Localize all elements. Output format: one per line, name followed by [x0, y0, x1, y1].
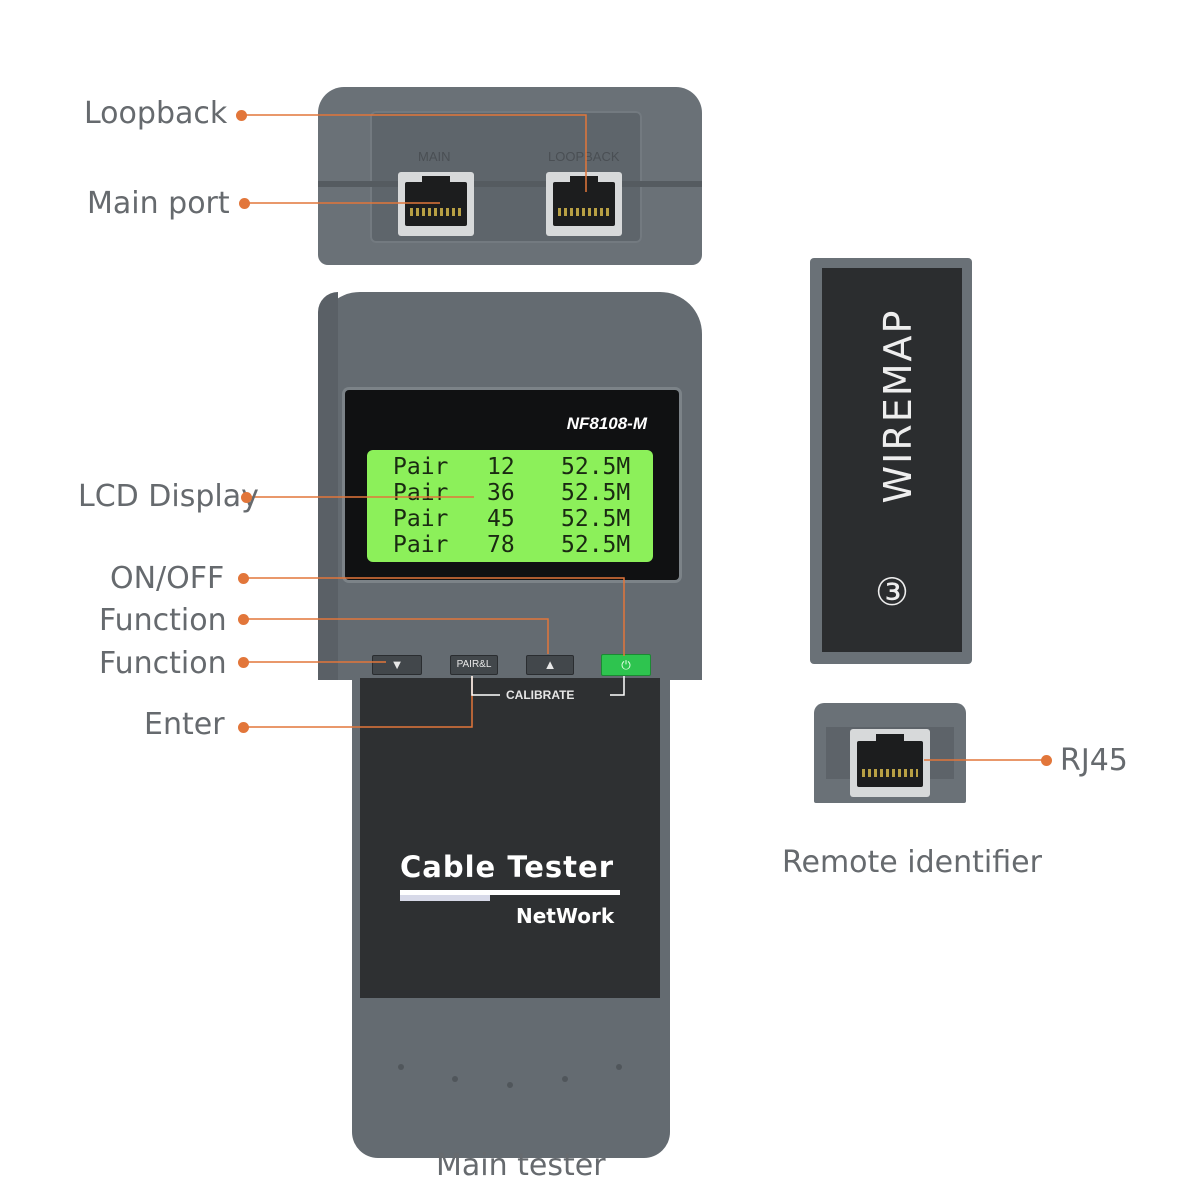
power-button[interactable]: ⏻ — [601, 654, 651, 676]
callout-dot — [241, 492, 252, 503]
calibrate-label: CALIBRATE — [502, 688, 579, 702]
remote-label-panel: WIREMAP ③ — [822, 268, 962, 652]
lcd-row-length: 52.5M — [561, 506, 631, 532]
callout-dot — [1041, 755, 1052, 766]
lcd-row: Pair 45 52.5M — [393, 506, 643, 532]
lcd-row-length: 52.5M — [561, 454, 631, 480]
grip-dimple — [562, 1076, 568, 1082]
loopback-port-label: LOOPBACK — [548, 149, 620, 164]
enter-button[interactable]: PAIR&L — [450, 655, 498, 675]
brand-underline — [400, 890, 620, 895]
callout-rj45: RJ45 — [1060, 743, 1128, 778]
lcd-row-pair: 78 — [487, 532, 515, 558]
lcd-row-length: 52.5M — [561, 532, 631, 558]
brand-subtitle: NetWork — [516, 904, 615, 928]
callout-on-off: ON/OFF — [110, 561, 225, 596]
lcd-row-length: 52.5M — [561, 480, 631, 506]
lcd-row-label: Pair — [393, 454, 449, 480]
callout-dot — [236, 110, 247, 121]
front-panel: Cable Tester NetWork — [360, 678, 660, 998]
lcd-row: Pair 12 52.5M — [393, 454, 643, 480]
loopback-unit: MAIN LOOPBACK — [318, 87, 702, 265]
remote-rj45-unit — [814, 703, 966, 803]
callout-dot — [238, 657, 249, 668]
loopback-unit-band — [318, 181, 702, 187]
brand-underline-tail — [400, 895, 490, 901]
callout-enter: Enter — [144, 707, 225, 742]
remote-number: ③ — [874, 570, 910, 614]
brand-title: Cable Tester — [400, 850, 615, 884]
function-down-button[interactable]: ▼ — [372, 655, 422, 675]
lcd-row-pair: 12 — [487, 454, 515, 480]
callout-dot — [239, 198, 250, 209]
lcd-screen: Pair 12 52.5M Pair 36 52.5M Pair 45 52.5M Pair 78 5… — [367, 450, 653, 562]
grip-dimple — [452, 1076, 458, 1082]
caption-main-tester: Main tester — [436, 1148, 606, 1183]
callout-function-up: Function — [99, 603, 227, 638]
main-rj45-port[interactable] — [398, 172, 474, 236]
lcd-row-pair: 36 — [487, 480, 515, 506]
callout-lcd-display: LCD Display — [78, 479, 259, 514]
lcd-bezel: NF8108-M Pair 12 52.5M Pair 36 52.5M Pair 45 52.… — [345, 390, 679, 580]
callout-loopback: Loopback — [84, 96, 228, 131]
function-up-button[interactable]: ▲ — [526, 655, 574, 675]
grip-dimple — [398, 1064, 404, 1070]
grip-dimple — [616, 1064, 622, 1070]
remote-rj45-port[interactable] — [850, 729, 930, 797]
lcd-row-label: Pair — [393, 480, 449, 506]
lcd-row-label: Pair — [393, 506, 449, 532]
main-port-label: MAIN — [418, 149, 451, 164]
callout-dot — [238, 722, 249, 733]
loopback-rj45-port[interactable] — [546, 172, 622, 236]
caption-remote-identifier: Remote identifier — [782, 845, 1042, 880]
callout-main-port: Main port — [87, 186, 230, 221]
lcd-row-pair: 45 — [487, 506, 515, 532]
main-tester-side-shade — [318, 292, 338, 680]
callout-dot — [238, 573, 249, 584]
remote-unit: WIREMAP ③ — [810, 258, 972, 664]
model-name: NF8108-M — [566, 414, 647, 433]
grip-dimple — [507, 1082, 513, 1088]
lcd-row-label: Pair — [393, 532, 449, 558]
callout-function-down: Function — [99, 646, 227, 681]
lcd-row: Pair 36 52.5M — [393, 480, 643, 506]
lcd-row: Pair 78 52.5M — [393, 532, 643, 558]
callout-dot — [238, 614, 249, 625]
